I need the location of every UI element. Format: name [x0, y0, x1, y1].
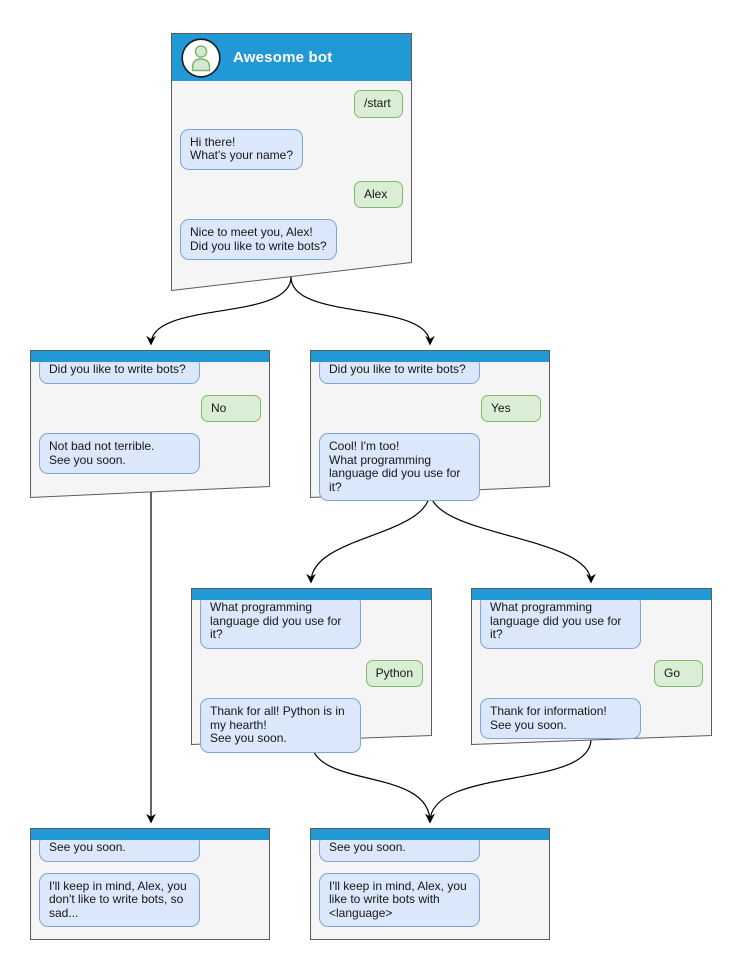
avatar person-icon	[181, 37, 221, 78]
window-titlebar	[472, 589, 711, 600]
user-message: Yes	[481, 394, 541, 422]
window-titlebar	[311, 829, 549, 840]
connector-python-to-end	[310, 739, 435, 824]
bot-message: Cool! I'm too! What programming language…	[319, 433, 480, 501]
window-titlebar	[31, 829, 269, 840]
window-titlebar	[31, 351, 269, 362]
connector-yes-to-go	[429, 490, 596, 584]
chat-window-go-branch: What programming language did you use fo…	[471, 588, 712, 745]
bot-message: Thank for all! Python is in my hearth! S…	[200, 698, 361, 753]
bot-message: Thank for information! See you soon.	[480, 698, 641, 739]
bot-message: What programming language did you use fo…	[200, 594, 361, 649]
chat-window-end-no: See you soon. I'll keep in mind, Alex, y…	[30, 828, 270, 940]
window-titlebar	[192, 589, 431, 600]
chat-window-no-branch: Did you like to write bots? No Not bad n…	[30, 350, 270, 498]
chat-window-yes-branch: Did you like to write bots? Yes Cool! I'…	[310, 350, 550, 501]
bot-message: Not bad not terrible. See you soon.	[39, 433, 200, 474]
user-message: No	[201, 394, 261, 422]
bot-message: Hi there! What's your name?	[180, 128, 304, 170]
connector-yes-to-python	[306, 490, 431, 584]
window-titlebar: Awesome bot	[172, 34, 411, 81]
bot-message: What programming language did you use fo…	[480, 594, 641, 649]
bot-message: Nice to meet you, Alex! Did you like to …	[180, 219, 337, 260]
bot-message: I'll keep in mind, Alex, you like to wri…	[319, 872, 480, 927]
window-titlebar	[311, 351, 549, 362]
user-message: /start	[354, 90, 403, 118]
connector-go-to-end	[425, 738, 592, 824]
chat-window-python-branch: What programming language did you use fo…	[191, 588, 432, 753]
chat-window-root: Awesome bot /start Hi there! What's your…	[171, 33, 412, 291]
chat-window-end-yes: See you soon. I'll keep in mind, Alex, y…	[310, 828, 550, 940]
connector-root-to-yes	[290, 276, 435, 346]
user-message: Go	[654, 659, 703, 687]
user-message: Python	[365, 659, 423, 687]
bot-message: I'll keep in mind, Alex, you don't like …	[39, 872, 200, 927]
user-message: Alex	[354, 180, 403, 208]
bot-title: Awesome bot	[233, 49, 333, 66]
connector-root-to-no	[146, 276, 292, 346]
